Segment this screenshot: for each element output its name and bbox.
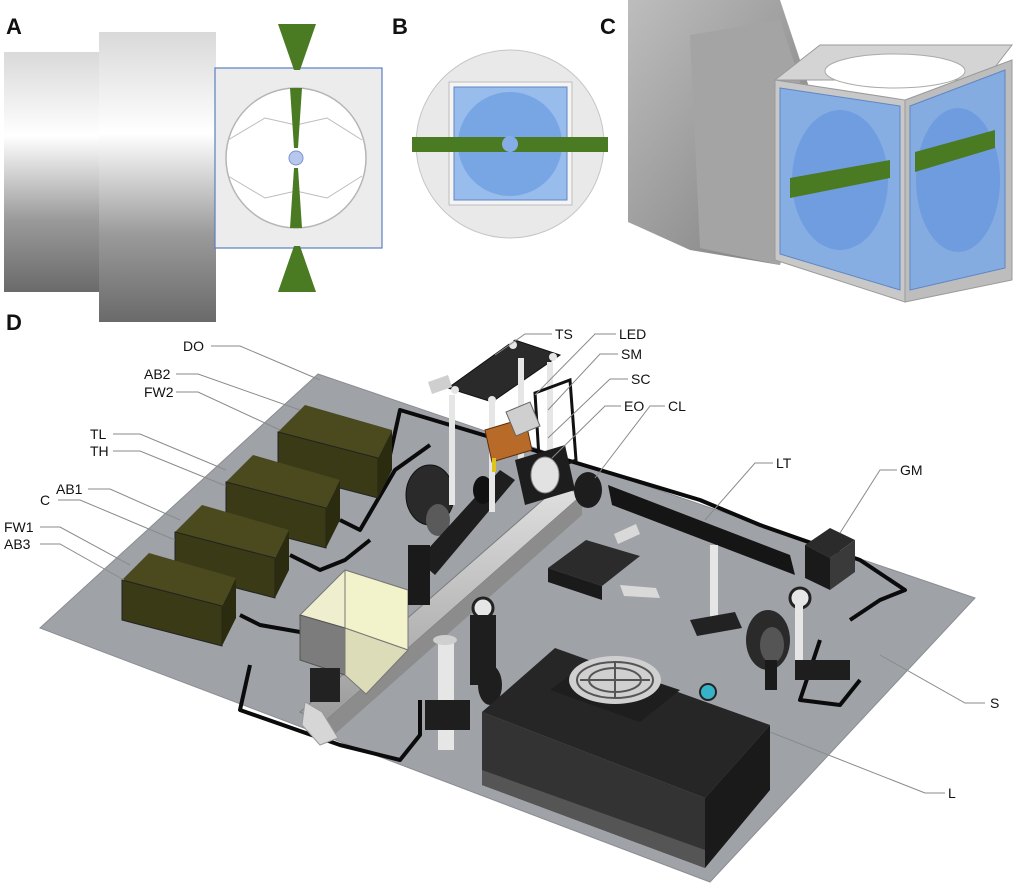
laser — [482, 648, 770, 868]
sample-tower — [428, 339, 578, 512]
callout-labels: TS LED SM SC EO CL LT GM DO AB2 FW2 TL T… — [4, 326, 999, 801]
label-eo: EO — [624, 398, 644, 414]
panel-c: C — [600, 0, 1014, 303]
label-ab2: AB2 — [144, 366, 171, 382]
illumination-path — [548, 472, 795, 636]
cable-fw2 — [339, 443, 432, 532]
panel-b-letter: B — [392, 14, 408, 39]
cube-top-bore — [824, 53, 966, 89]
amplifier-box-4 — [121, 553, 236, 647]
light-sheet-lower-waist — [290, 168, 302, 228]
objective-barrel-front — [99, 32, 216, 322]
amplifier-box-1 — [277, 405, 392, 499]
leader-ab1 — [88, 488, 181, 521]
camera — [299, 569, 409, 702]
rail-end-plate — [301, 701, 339, 746]
leader-tl — [113, 433, 227, 471]
panel-d-letter: D — [6, 310, 22, 335]
panel-d: D — [4, 310, 999, 883]
sample-spot — [502, 136, 518, 152]
label-sc: SC — [631, 371, 650, 387]
leader-lt — [704, 462, 773, 521]
label-cl: CL — [668, 398, 686, 414]
label-tl: TL — [90, 426, 107, 442]
leader-led — [534, 333, 616, 396]
leader-fw2 — [176, 391, 281, 431]
leader-c — [58, 499, 176, 541]
panel-a-letter: A — [6, 14, 22, 39]
light-sheet-through-front — [790, 160, 890, 198]
optical-rail-side — [322, 495, 582, 742]
label-led: LED — [619, 326, 646, 342]
leader-lines — [40, 333, 985, 794]
leader-ab3 — [40, 543, 125, 581]
label-ab1: AB1 — [56, 481, 83, 497]
leader-ab2 — [176, 373, 301, 411]
light-sheet-upper-waist — [290, 88, 302, 148]
objective-barrel-rear — [4, 52, 104, 292]
light-sheet-bottom — [278, 246, 316, 292]
label-do: DO — [183, 338, 204, 354]
label-lt: LT — [776, 455, 792, 471]
galvo-assembly — [746, 528, 855, 690]
label-c: C — [40, 492, 50, 508]
cable-ab1 — [289, 538, 372, 572]
panel-a: A — [4, 14, 383, 322]
leader-ts — [494, 333, 552, 356]
leader-eo — [551, 405, 621, 459]
objective-nose — [690, 20, 800, 265]
cable-loop-front — [238, 664, 422, 762]
leader-gm — [839, 469, 897, 534]
label-th: TH — [90, 443, 109, 459]
panel-b: B — [392, 14, 608, 239]
cable-to-galvo — [388, 408, 907, 622]
leader-cl — [594, 405, 665, 479]
leader-fw1 — [40, 526, 131, 566]
label-sm: SM — [621, 346, 642, 362]
panel-c-letter: C — [600, 14, 616, 39]
light-sheet-top — [278, 24, 316, 70]
amplifier-box-3 — [174, 505, 289, 599]
leader-s — [879, 654, 985, 704]
leader-l — [769, 731, 945, 794]
label-fw2: FW2 — [144, 384, 174, 400]
front-mirrors — [425, 596, 502, 750]
light-tube — [608, 485, 795, 575]
sample-focus — [288, 150, 304, 166]
leader-th — [113, 450, 227, 487]
label-s: S — [990, 695, 999, 711]
label-ts: TS — [555, 326, 573, 342]
leader-sc — [547, 378, 628, 439]
side-window-bore — [916, 108, 1000, 252]
light-sheet-through-side — [915, 130, 995, 172]
label-gm: GM — [900, 462, 923, 478]
amplifier-box-2 — [225, 455, 340, 549]
leader-sm — [547, 353, 618, 411]
leader-do — [211, 345, 321, 381]
label-fw1: FW1 — [4, 519, 34, 535]
label-ab3: AB3 — [4, 536, 31, 552]
label-l: L — [948, 785, 956, 801]
